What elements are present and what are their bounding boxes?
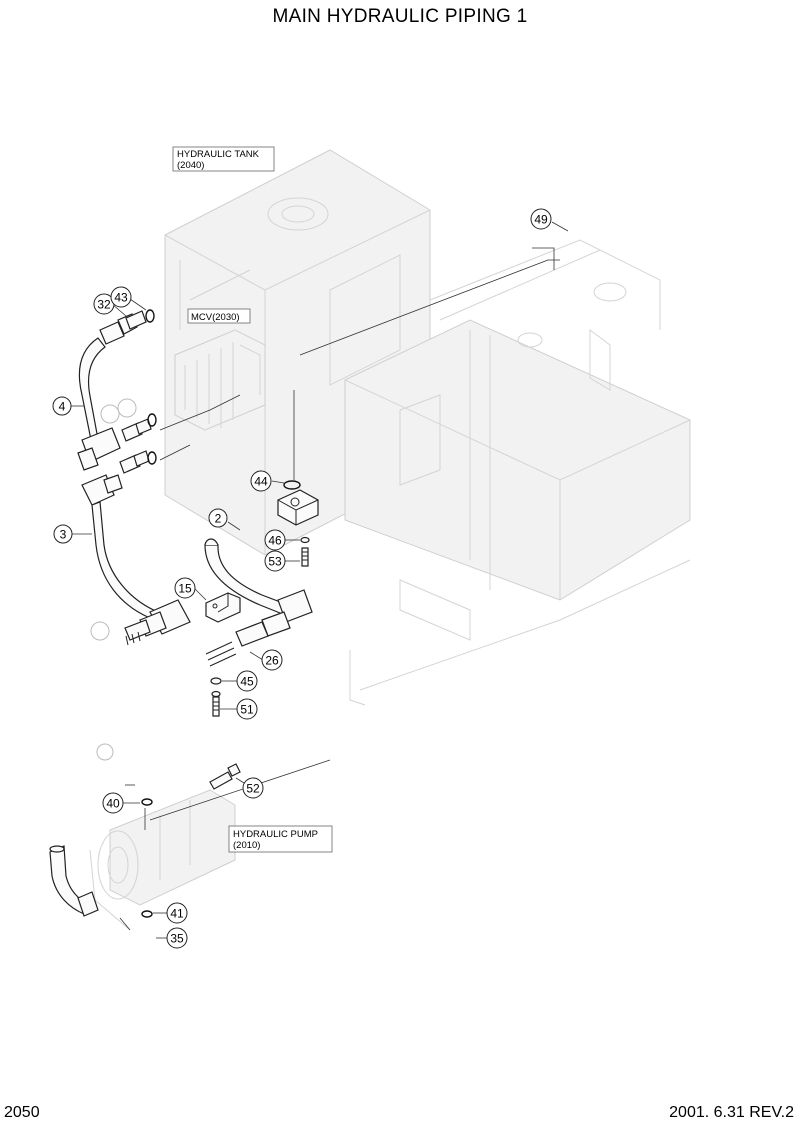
callout-4-label: 4 <box>59 400 66 414</box>
callout-3: 3 <box>53 524 73 544</box>
page-title: MAIN HYDRAULIC PIPING 1 <box>272 6 528 27</box>
o-ring-41 <box>141 910 153 918</box>
callout-51-label: 51 <box>240 703 254 717</box>
callout-45-label: 45 <box>240 675 254 689</box>
ref-box-pump-line1: HYDRAULIC PUMP <box>233 829 318 840</box>
pipe-4 <box>77 313 138 471</box>
callout-44-label: 44 <box>254 475 268 489</box>
callout-35: 35 <box>166 927 188 949</box>
ref-box-mcv-label: MCV(2030) <box>191 312 240 323</box>
hose-2 <box>204 538 313 667</box>
callout-49: 49 <box>530 208 552 230</box>
ref-box-pump-line2: (2010) <box>233 840 260 851</box>
o-ring-40 <box>141 798 153 806</box>
ref-box-hydraulic-pump: HYDRAULIC PUMP (2010) <box>228 825 333 853</box>
callout-53-label: 53 <box>268 555 282 569</box>
pipe-3 <box>81 474 191 646</box>
callout-51: 51 <box>236 698 258 720</box>
callout-2-label: 2 <box>215 512 222 526</box>
callout-40-label: 40 <box>106 797 120 811</box>
callout-53: 53 <box>264 550 286 572</box>
revision-label: 2001. 6.31 REV.2 <box>669 1104 794 1121</box>
ref-box-tank-line2: (2040) <box>177 160 204 171</box>
callout-26: 26 <box>261 649 283 671</box>
callout-52: 52 <box>242 777 264 799</box>
page-number: 2050 <box>4 1104 40 1121</box>
callout-45: 45 <box>236 670 258 692</box>
ref-box-tank-line1: HYDRAULIC TANK <box>177 149 260 160</box>
tank-frame-ghost <box>344 239 691 706</box>
callout-44: 44 <box>250 470 272 492</box>
callout-26-label: 26 <box>265 654 279 668</box>
adapter-lower <box>119 450 157 474</box>
callout-3-label: 3 <box>60 528 67 542</box>
callout-41-label: 41 <box>170 907 184 921</box>
ref-box-mcv: MCV(2030) <box>187 308 251 324</box>
callout-35-label: 35 <box>170 932 184 946</box>
clamp-15 <box>205 592 241 623</box>
callout-41: 41 <box>166 902 188 924</box>
bolt-52 <box>209 763 241 790</box>
callout-43: 43 <box>110 286 132 308</box>
callout-15: 15 <box>174 577 196 599</box>
callout-49-label: 49 <box>534 213 548 227</box>
callout-4: 4 <box>52 396 72 416</box>
callout-46: 46 <box>264 529 286 551</box>
bolt-45-51 <box>210 677 222 717</box>
elbow-35 <box>49 845 99 917</box>
callout-32: 32 <box>93 293 115 315</box>
leader-lines <box>70 221 569 939</box>
callout-52-label: 52 <box>246 782 260 796</box>
callout-46-label: 46 <box>268 534 282 548</box>
callout-2: 2 <box>208 508 228 528</box>
adapter-middle <box>121 413 157 442</box>
adapter-32 <box>125 309 155 330</box>
ref-box-hydraulic-tank: HYDRAULIC TANK (2040) <box>172 146 275 172</box>
mcv-ghost <box>174 329 266 431</box>
flange-44 <box>277 480 319 567</box>
callout-43-label: 43 <box>114 291 128 305</box>
callout-32-label: 32 <box>97 298 111 312</box>
callout-15-label: 15 <box>178 582 192 596</box>
callout-40: 40 <box>102 792 124 814</box>
